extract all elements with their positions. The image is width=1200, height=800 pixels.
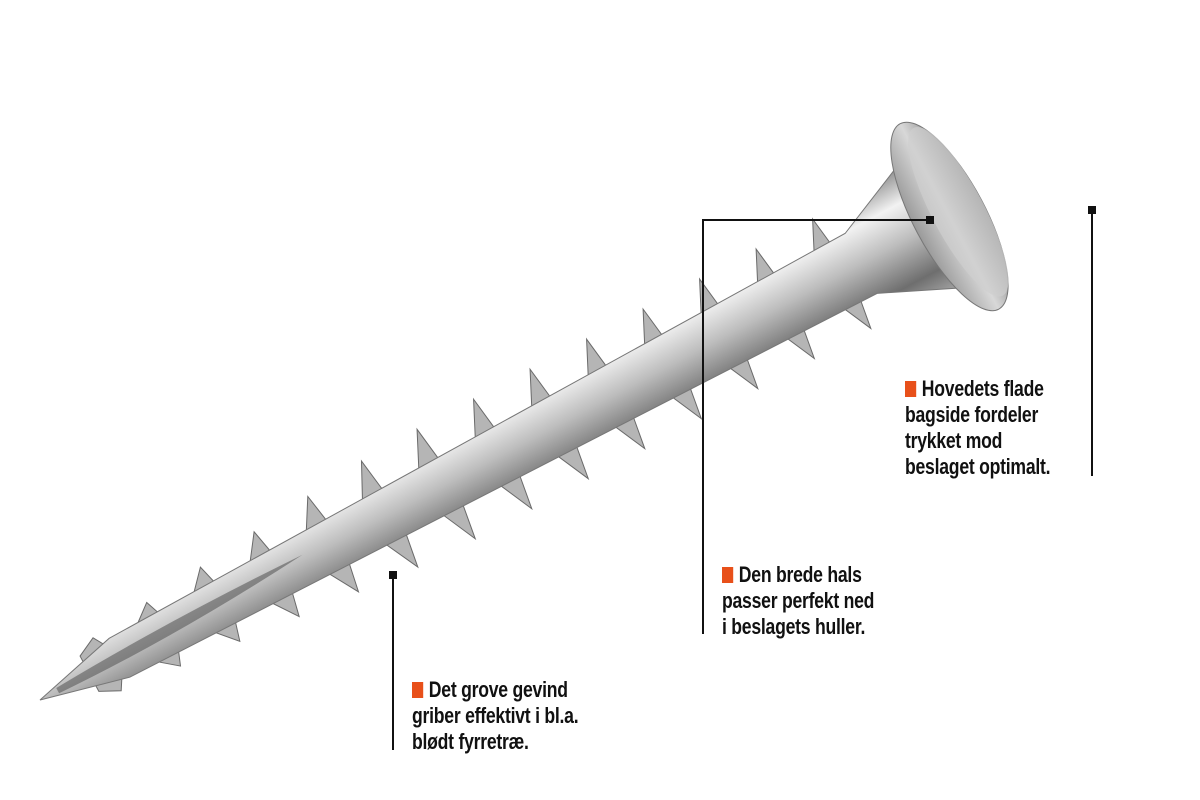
annotation-neck: Den brede hals passer perfekt ned i besl… bbox=[722, 562, 874, 640]
annotation-text: trykket mod bbox=[905, 428, 1003, 453]
orange-marker-icon bbox=[412, 682, 424, 698]
annotation-text: Den brede hals bbox=[738, 562, 862, 587]
screw-head-top bbox=[908, 126, 1009, 297]
annotation-text: Hovedets flade bbox=[921, 376, 1044, 401]
annotation-text: beslaget optimalt. bbox=[905, 454, 1051, 479]
annotation-text: i beslagets huller. bbox=[722, 614, 866, 639]
screw-shaft bbox=[39, 163, 966, 701]
annotation-text: blødt fyrretræ. bbox=[412, 729, 529, 754]
annotation-text: Det grove gevind bbox=[428, 677, 568, 702]
annotation-head: Hovedets flade bagside fordeler trykket … bbox=[905, 376, 1051, 480]
annotation-text: bagside fordeler bbox=[905, 402, 1039, 427]
annotation-thread: Det grove gevind griber effektivt i bl.a… bbox=[412, 677, 579, 755]
orange-marker-icon bbox=[722, 567, 734, 583]
leader-head bbox=[1088, 206, 1096, 476]
leader-thread bbox=[389, 571, 397, 750]
annotation-text: griber effektivt i bl.a. bbox=[412, 703, 579, 728]
orange-marker-icon bbox=[905, 381, 917, 397]
annotation-text: passer perfekt ned bbox=[722, 588, 875, 613]
leader-neck bbox=[702, 216, 934, 634]
screw-tip-flute bbox=[56, 554, 303, 694]
